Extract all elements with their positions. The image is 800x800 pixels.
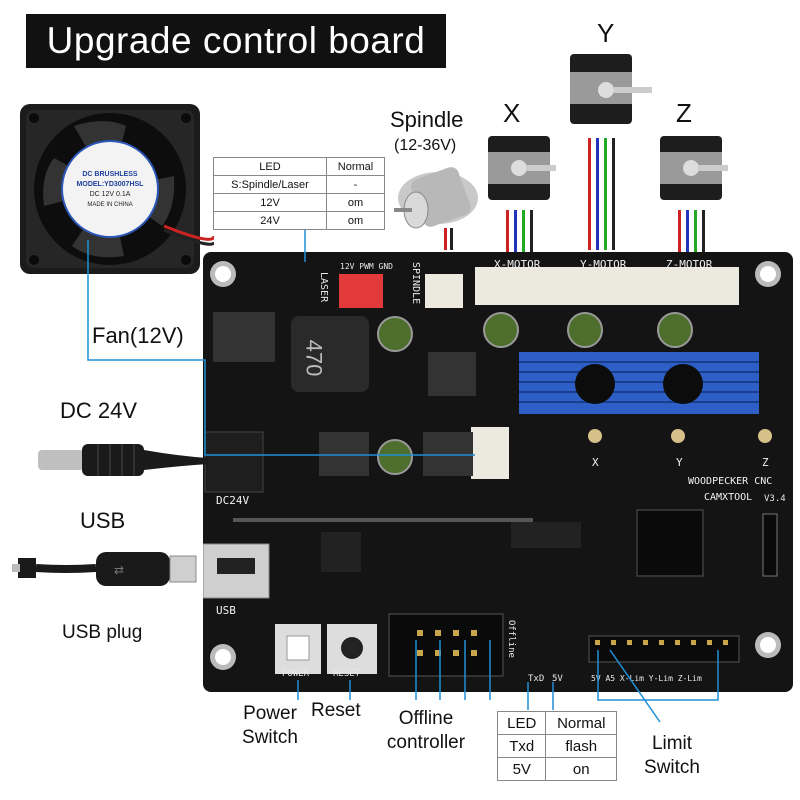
silk-spindle: SPINDLE [410, 262, 421, 305]
led-table-bottom-row-value: on [545, 757, 617, 781]
label-fan: Fan(12V) [92, 323, 184, 348]
label-usb: USB [80, 508, 126, 533]
label-power-switch-line2: Switch [242, 727, 298, 748]
usb-cable-icon: ⇄ [12, 552, 197, 586]
label-axis-x: X [503, 98, 521, 128]
led-table-bottom-row-label: Txd [496, 734, 547, 758]
label-reset: Reset [311, 700, 361, 721]
label-axis-y: Y [597, 18, 615, 48]
silk-camxtool: CAMXTOOL [704, 492, 753, 503]
label-limit-switch: Limit Switch [634, 732, 710, 780]
fan-sticker-line1: DC BRUSHLESS [82, 171, 138, 178]
led-table-top-header-led: LED [212, 157, 328, 176]
y-stepper-motor-icon [570, 54, 652, 250]
silk-z: Z [762, 456, 769, 469]
fan-sticker-line4: MADE IN CHINA [87, 202, 133, 208]
x-stepper-motor-icon [488, 136, 556, 260]
led-table-bottom: LED Normal Txd flash 5V on [496, 711, 617, 781]
page-title: Upgrade control board [46, 20, 426, 61]
fan-sticker: DC BRUSHLESS MODEL:YD3007HSL DC 12V 0.1A… [60, 170, 160, 210]
silk-z-motor: Z-MOTOR [666, 258, 713, 271]
fan-sticker-line3: DC 12V 0.1A [89, 191, 131, 198]
spindle-motor-icon [394, 167, 478, 250]
silk-txd: TxD [528, 674, 545, 684]
z-stepper-motor-icon [660, 136, 728, 260]
led-table-top-row-label: 24V [212, 211, 328, 230]
led-table-top-header-normal: Normal [326, 157, 385, 176]
label-axis-z: Z [676, 98, 692, 128]
silk-woodpecker: WOODPECKER CNC [688, 476, 773, 487]
label-offline-line2: controller [386, 732, 466, 753]
dc-power-plug-icon [38, 444, 208, 476]
led-table-bottom-row-label: 5V [496, 757, 547, 781]
fan-icon [20, 104, 214, 274]
silk-laser: LASER [318, 272, 329, 303]
label-spindle-voltage: (12-36V) [394, 137, 457, 154]
led-table-top-row-label: 12V [212, 193, 328, 212]
silk-power-header: 12V PWM GND [340, 262, 393, 271]
silk-power: POWER [282, 669, 310, 679]
silk-reset: RESET [333, 669, 361, 679]
label-spindle: Spindle [390, 107, 464, 132]
silk-offline: Offline [506, 620, 516, 658]
silk-dc24v: DC24V [216, 494, 250, 507]
led-table-bottom-header-normal: Normal [545, 711, 617, 735]
label-dc24v: DC 24V [60, 398, 138, 423]
silk-x: X [592, 456, 599, 469]
led-table-bottom-header-led: LED [496, 711, 547, 735]
led-table-top-row-value: om [326, 211, 385, 230]
silk-x-motor: X-MOTOR [494, 258, 541, 271]
silk-usb: USB [216, 604, 236, 617]
svg-text:⇄: ⇄ [114, 563, 124, 577]
label-usb-plug: USB plug [62, 622, 143, 643]
silk-y-motor: Y-MOTOR [580, 258, 627, 271]
led-table-top-row-value: om [326, 193, 385, 212]
label-power-switch: Power Switch [237, 702, 303, 750]
silk-limits: 5V A5 X-Lim Y-Lim Z-Lim [591, 674, 702, 683]
label-offline-line1: Offline [398, 708, 454, 729]
label-offline-controller: Offline controller [380, 707, 472, 755]
pcb-components [203, 261, 781, 677]
title-banner [26, 14, 446, 68]
led-table-top: LED Normal S:Spindle/Laser - 12V om 24V … [212, 157, 385, 230]
label-limit-line1: Limit [651, 733, 693, 754]
silk-version: V3.4 [764, 494, 786, 504]
led-table-bottom-row-value: flash [545, 734, 617, 758]
led-table-top-row-label: S:Spindle/Laser [212, 175, 328, 194]
fan-sticker-line2: MODEL:YD3007HSL [76, 181, 144, 188]
label-limit-line2: Switch [644, 757, 700, 778]
silk-5v: 5V [552, 674, 563, 684]
silk-y: Y [676, 456, 683, 469]
label-power-switch-line1: Power [243, 703, 297, 724]
led-table-top-row-value: - [326, 175, 385, 194]
